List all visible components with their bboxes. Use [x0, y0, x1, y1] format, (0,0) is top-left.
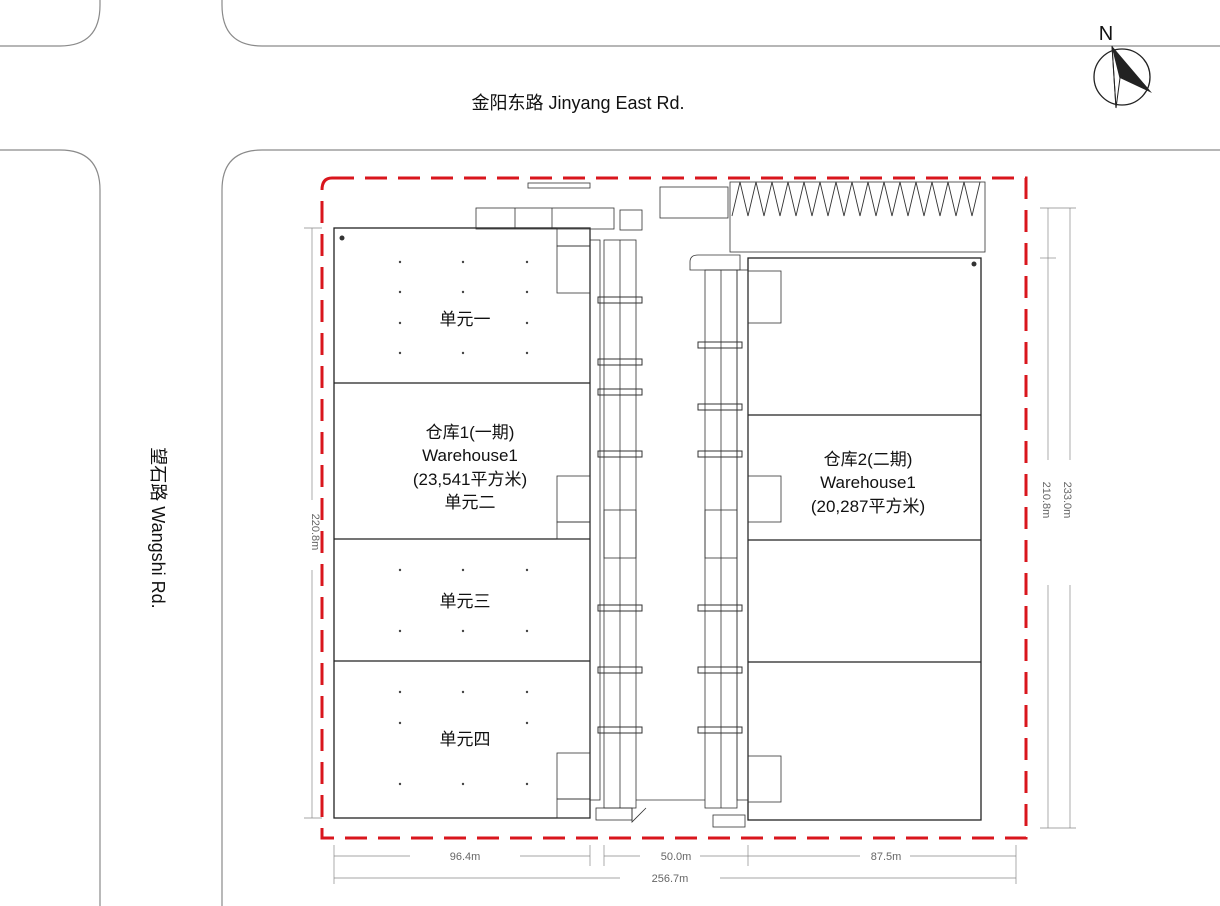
- warehouse1-column-dots: [398, 260, 529, 786]
- dimension-lines-right: [1040, 207, 1076, 829]
- warehouse2-building: [747, 257, 982, 821]
- road-label-wangshi: 望石路 Wangshi Rd.: [148, 447, 168, 608]
- warehouse1-name-cn: 仓库1(一期): [426, 423, 515, 442]
- warehouse2-area: (20,287平方米): [811, 497, 925, 516]
- north-arrow-icon: N: [1093, 23, 1152, 109]
- north-label: N: [1099, 23, 1113, 45]
- dim-left-height: 220.8m: [309, 514, 321, 551]
- warehouse1-area: (23,541平方米): [413, 470, 527, 489]
- warehouse1-name-en: Warehouse1: [422, 446, 518, 465]
- top-hatching: [731, 181, 981, 217]
- dim-w2-width: 87.5m: [871, 851, 902, 863]
- dim-total-width: 256.7m: [652, 873, 689, 885]
- unit2-label: 单元二: [445, 493, 496, 512]
- dim-corridor-width: 50.0m: [661, 851, 692, 863]
- unit3-label: 单元三: [440, 592, 491, 611]
- unit1-label: 单元一: [440, 310, 491, 329]
- road-label-jinyang: 金阳东路 Jinyang East Rd.: [471, 93, 684, 113]
- unit4-label: 单元四: [440, 730, 491, 749]
- dim-w1-width: 96.4m: [450, 851, 481, 863]
- entrance-buildings: [475, 181, 986, 253]
- site-boundary: [320, 176, 1028, 840]
- warehouse2-name-cn: 仓库2(二期): [824, 450, 913, 469]
- central-corridor: [589, 239, 749, 809]
- dimension-lines-bottom: [333, 845, 1017, 884]
- dim-right-inner-height: 210.8m: [1040, 482, 1052, 519]
- warehouse2-name-en: Warehouse1: [820, 473, 916, 492]
- corridor-bridges: [597, 296, 743, 734]
- dimension-lines-left: [304, 227, 322, 819]
- dim-right-total-height: 233.0m: [1061, 482, 1073, 519]
- gate-bottom: [595, 807, 746, 828]
